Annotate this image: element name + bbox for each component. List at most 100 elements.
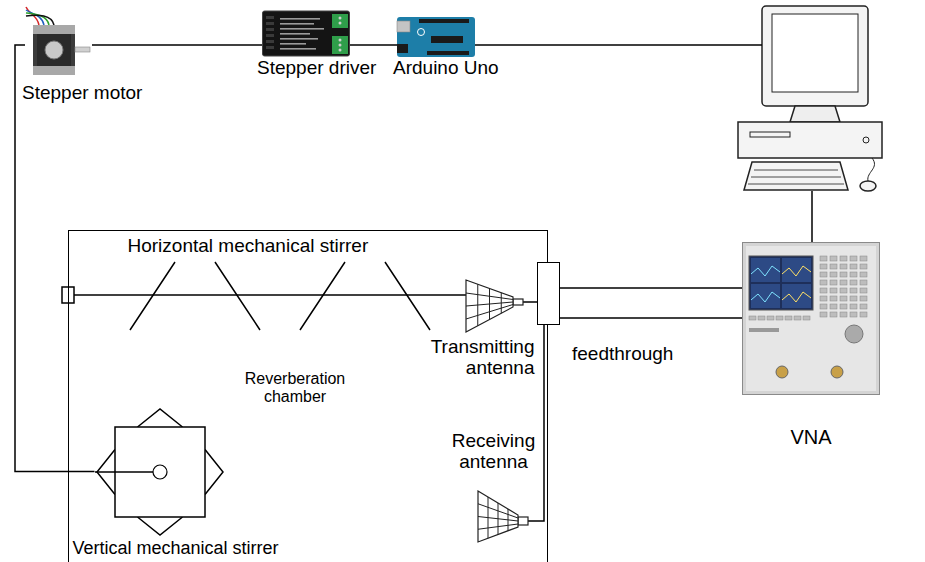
vna-part bbox=[860, 312, 867, 317]
driver-icon bbox=[262, 10, 350, 57]
motor-part bbox=[33, 66, 75, 75]
arduino-part bbox=[427, 51, 469, 55]
cable-line bbox=[560, 287, 742, 289]
rxhorn-part bbox=[478, 524, 518, 529]
vna-part bbox=[850, 264, 857, 269]
arduino-part bbox=[397, 44, 408, 53]
vna-part bbox=[860, 304, 867, 309]
rxhorn-part bbox=[478, 516, 518, 521]
vna-part bbox=[820, 264, 827, 269]
driver-part bbox=[266, 28, 274, 31]
vna-part bbox=[749, 316, 756, 320]
mouse bbox=[860, 181, 876, 191]
vna-part bbox=[860, 264, 867, 269]
vna-part bbox=[830, 288, 837, 293]
vna-part bbox=[860, 272, 867, 277]
driver-part bbox=[332, 36, 348, 54]
vna-part bbox=[840, 280, 847, 285]
vstir-part bbox=[153, 465, 167, 479]
cable-line bbox=[523, 301, 538, 303]
vna-part bbox=[785, 316, 792, 320]
usb-cable bbox=[475, 44, 762, 46]
driver-part bbox=[339, 39, 342, 42]
monitor-screen bbox=[772, 14, 858, 92]
vna-part bbox=[830, 280, 837, 285]
vna-part bbox=[803, 316, 810, 320]
vna-part bbox=[860, 288, 867, 293]
component-label: Arduino Uno bbox=[393, 57, 499, 79]
vna-part bbox=[830, 272, 837, 277]
rxhorn-part bbox=[507, 509, 508, 531]
vna-part bbox=[830, 312, 837, 317]
vna-part bbox=[820, 296, 827, 301]
component-label: Vertical mechanical stirrer bbox=[73, 538, 279, 559]
power-button bbox=[863, 137, 869, 143]
vna-part bbox=[840, 312, 847, 317]
motor-part bbox=[33, 25, 75, 34]
vna-part bbox=[840, 288, 847, 293]
keyboard-keys bbox=[748, 170, 844, 184]
vna-part bbox=[743, 243, 880, 395]
vna-part bbox=[751, 266, 780, 276]
vna-part bbox=[820, 280, 827, 285]
vna-part bbox=[746, 246, 876, 391]
vna-part bbox=[794, 316, 801, 320]
driver-part bbox=[280, 38, 318, 40]
driver-part bbox=[280, 33, 310, 35]
motor-part bbox=[33, 25, 75, 75]
stepper-driver: Stepper driver bbox=[262, 10, 350, 57]
cable-line bbox=[350, 44, 397, 46]
arduino-board: Arduino Uno bbox=[397, 16, 475, 58]
vna-part bbox=[751, 292, 780, 302]
driver-part bbox=[280, 28, 324, 30]
vna-part bbox=[860, 256, 867, 261]
stepper-motor: Stepper motor bbox=[25, 5, 92, 78]
component-label: VNA bbox=[742, 426, 880, 449]
rxhorn-icon bbox=[476, 488, 528, 544]
feedthrough-box: feedthrough bbox=[537, 262, 560, 325]
cable-line bbox=[92, 44, 262, 46]
horizontal-stirrer: Horizontal mechanical stirrer bbox=[120, 234, 440, 334]
vna-part bbox=[840, 256, 847, 261]
component-label: Reverberation chamber bbox=[232, 370, 358, 407]
vstir-icon bbox=[95, 407, 225, 537]
driver-part bbox=[280, 43, 306, 45]
driver-part bbox=[266, 46, 274, 49]
arduino-part bbox=[418, 29, 425, 36]
reverberation-chamber: Reverberation chamber Horizontal mechanic… bbox=[68, 230, 548, 562]
vna-part bbox=[831, 366, 843, 378]
vna-part bbox=[782, 258, 811, 282]
driver-part bbox=[339, 44, 342, 47]
vna-part bbox=[751, 258, 780, 282]
vna-part bbox=[782, 266, 811, 276]
vna-part bbox=[860, 296, 867, 301]
vna-instrument: VNA bbox=[742, 242, 880, 395]
vertical-stirrer: Vertical mechanical stirrer bbox=[95, 407, 225, 537]
drive-slot bbox=[750, 132, 790, 137]
vna-part bbox=[820, 312, 827, 317]
computer-case bbox=[738, 122, 882, 158]
vna-part bbox=[767, 316, 774, 320]
arduino-part bbox=[419, 19, 469, 23]
driver-part bbox=[266, 34, 274, 37]
component-label: feedthrough bbox=[572, 343, 673, 365]
vna-part bbox=[840, 272, 847, 277]
component-label: Transmitting antenna bbox=[423, 336, 535, 380]
vna-part bbox=[776, 366, 788, 378]
vna-part bbox=[782, 284, 811, 308]
vna-part bbox=[830, 256, 837, 261]
txhorn-icon bbox=[463, 270, 523, 336]
rxhorn-part bbox=[518, 517, 528, 525]
driver-part bbox=[280, 18, 320, 20]
vna-part bbox=[840, 264, 847, 269]
driver-part bbox=[339, 22, 342, 25]
motor-icon bbox=[25, 5, 92, 78]
driver-part bbox=[339, 49, 342, 52]
vna-part bbox=[850, 296, 857, 301]
driver-part bbox=[280, 48, 316, 50]
receiving-antenna: Receiving antenna bbox=[476, 488, 528, 544]
cable-line bbox=[560, 317, 742, 319]
monitor-frame bbox=[762, 6, 868, 106]
